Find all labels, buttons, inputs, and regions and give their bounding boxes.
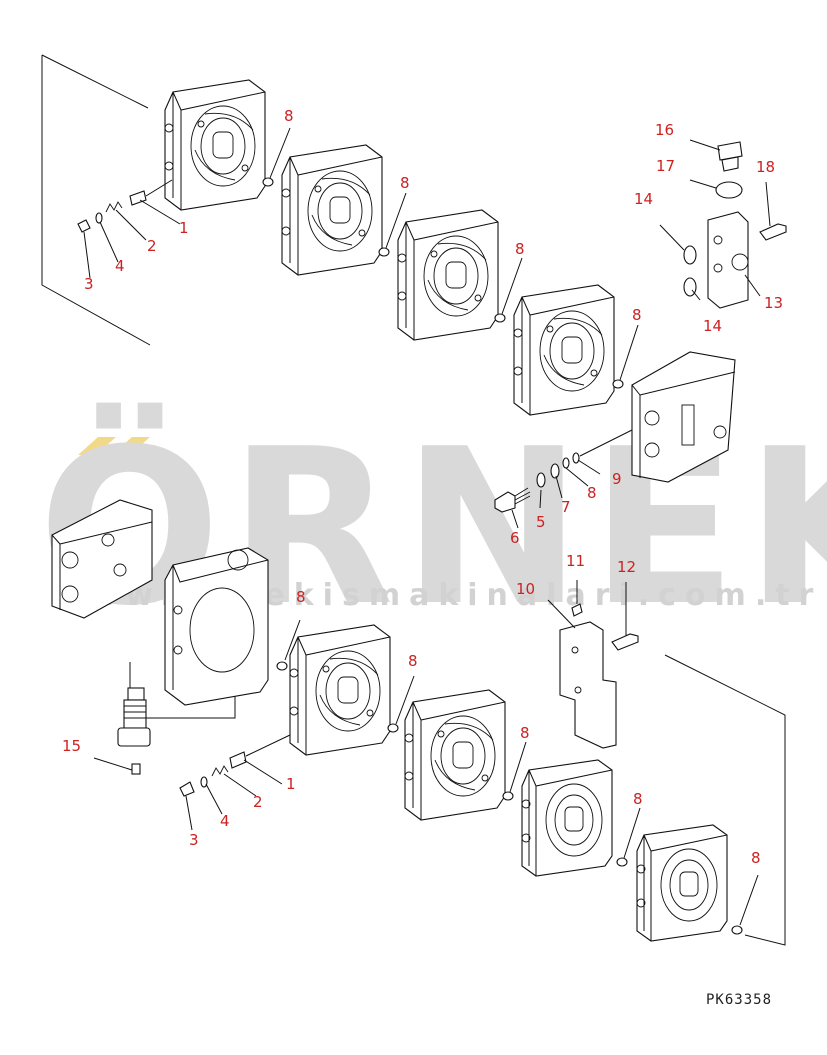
bolt-18: [759, 223, 787, 241]
plug-16: [717, 141, 743, 172]
callout-1: 1: [179, 219, 189, 237]
watermark-accent-right: [112, 437, 150, 455]
callout-4: 4: [115, 257, 125, 275]
plug-11: [571, 603, 583, 617]
callout-7: 7: [561, 498, 571, 516]
callout-16: 16: [655, 121, 674, 139]
seals-8: [262, 177, 743, 935]
callout-8: 8: [408, 652, 418, 670]
bolt-12: [611, 633, 639, 651]
callout-8: 8: [632, 306, 642, 324]
drawing-code: PK63358: [706, 992, 772, 1008]
valve-section-lower-3: [404, 689, 506, 821]
callout-13: 13: [764, 294, 783, 312]
callout-8: 8: [400, 174, 410, 192]
valve-section-lower-4: [521, 759, 613, 877]
callout-17: 17: [656, 157, 675, 175]
relief-valve-13: [707, 211, 749, 309]
callout-6: 6: [510, 529, 520, 547]
valve-section-lower-1: [164, 547, 269, 706]
callout-11: 11: [566, 552, 585, 570]
o-ring-17: [715, 181, 743, 199]
callout-4: 4: [220, 812, 230, 830]
callout-5: 5: [536, 513, 546, 531]
bracket-10: [559, 621, 617, 749]
callout-2: 2: [253, 793, 263, 811]
valve-section-upper-4: [513, 284, 615, 416]
callout-8: 8: [284, 107, 294, 125]
spool-parts-upper: [77, 179, 173, 233]
inlet-block: [51, 499, 153, 619]
callouts: 8 1 2 4 3 8 8 8 16 17 18 14 13 14 9 8 7 …: [62, 107, 783, 867]
callout-8: 8: [520, 724, 530, 742]
callout-3: 3: [189, 831, 199, 849]
callout-14: 14: [703, 317, 722, 335]
callout-8: 8: [751, 849, 761, 867]
check-valve-parts: [494, 429, 633, 513]
callout-14: 14: [634, 190, 653, 208]
valve-section-upper-1: [164, 79, 266, 211]
end-cover-upper: [631, 351, 736, 483]
leader-lines: [83, 127, 771, 926]
callout-8: 8: [633, 790, 643, 808]
callout-8: 8: [296, 588, 306, 606]
callout-15: 15: [62, 737, 81, 755]
spool-parts-lower: [179, 734, 291, 797]
valve-section-upper-3: [397, 209, 499, 341]
callout-3: 3: [84, 275, 94, 293]
callout-8: 8: [587, 484, 597, 502]
relief-valve-15: [117, 687, 151, 775]
callout-2: 2: [147, 237, 157, 255]
callout-8: 8: [515, 240, 525, 258]
callout-18: 18: [756, 158, 775, 176]
valve-section-lower-5: [636, 824, 728, 942]
callout-9: 9: [612, 470, 622, 488]
valve-section-upper-2: [281, 144, 383, 276]
valve-section-lower-2: [289, 624, 391, 756]
callout-10: 10: [516, 580, 535, 598]
callout-1: 1: [286, 775, 296, 793]
callout-12: 12: [617, 558, 636, 576]
o-ring-14-upper: [683, 245, 697, 265]
watermark-accent-left: [78, 437, 116, 455]
